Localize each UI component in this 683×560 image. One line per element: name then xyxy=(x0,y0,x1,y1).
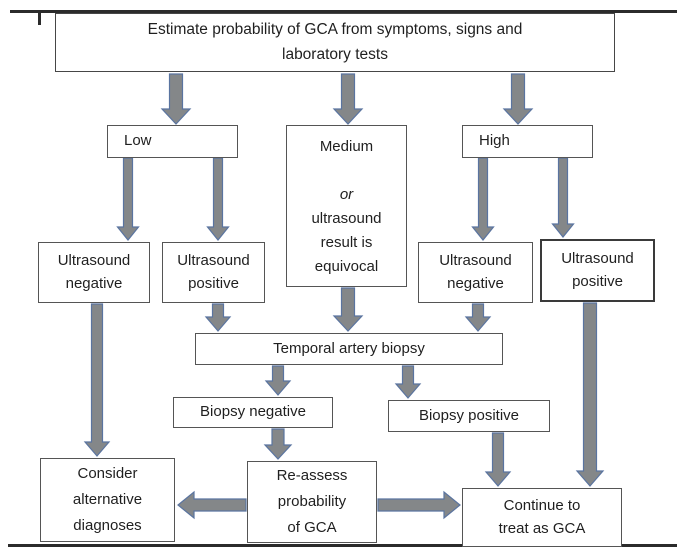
arrow-estimate-to-medium xyxy=(332,73,364,125)
node-biopsy-positive: Biopsy positive xyxy=(388,400,550,432)
arrow-estimate-to-high xyxy=(502,73,534,125)
arrow-low-to-us_pos_left xyxy=(206,157,230,241)
arrow-estimate-to-low xyxy=(160,73,192,125)
frame-tick xyxy=(38,10,41,25)
node-ultrasound-positive-right: Ultrasound positive xyxy=(540,239,655,302)
top-rule xyxy=(10,10,677,13)
node-biopsy-negative: Biopsy negative xyxy=(173,397,333,428)
node-estimate: Estimate probability of GCA from symptom… xyxy=(55,13,615,72)
node-reassess-probability: Re-assess probability of GCA xyxy=(247,461,377,543)
node-label: Low xyxy=(124,132,152,150)
arrow-high-to-us_pos_right xyxy=(551,157,575,238)
arrow-medium-to-biopsy xyxy=(332,287,364,332)
arrow-biopsy_pos-to-continue xyxy=(484,432,512,487)
node-low: Low xyxy=(107,125,238,158)
arrow-reassess-to-consider xyxy=(177,490,247,520)
arrow-us_neg_right-to-biopsy xyxy=(464,303,492,332)
node-label: Estimate probability of GCA from symptom… xyxy=(147,21,523,63)
node-label: Biopsy positive xyxy=(418,406,520,424)
node-medium-or-equivocal: Medium or ultrasound result is equivocal xyxy=(286,125,407,287)
node-label: result is xyxy=(320,234,373,251)
node-consider-alternative-diagnoses: Consider alternative diagnoses xyxy=(40,458,175,542)
node-ultrasound-negative-left: Ultrasound negative xyxy=(38,242,150,303)
arrow-us_neg_left-to-consider xyxy=(83,303,111,457)
node-label: Biopsy negative xyxy=(200,403,306,421)
node-label: equivocal xyxy=(314,258,379,275)
node-label xyxy=(287,159,406,183)
node-label: Ultrasound positive xyxy=(177,252,250,292)
arrow-biopsy-to-biopsy_neg xyxy=(264,365,292,396)
arrow-biopsy-to-biopsy_pos xyxy=(394,365,422,399)
node-label: Re-assess probability of GCA xyxy=(276,467,348,536)
node-label: Ultrasound negative xyxy=(439,252,512,292)
node-label: Ultrasound positive xyxy=(561,250,634,290)
node-label: Consider alternative diagnoses xyxy=(72,465,143,534)
arrow-us_pos_right-to-continue xyxy=(575,302,605,487)
arrow-reassess-to-continue xyxy=(377,490,461,520)
arrow-biopsy_neg-to-reassess xyxy=(263,428,293,460)
node-temporal-artery-biopsy: Temporal artery biopsy xyxy=(195,333,503,365)
bottom-rule xyxy=(8,544,677,547)
node-label: Medium xyxy=(319,138,374,155)
node-ultrasound-positive-left: Ultrasound positive xyxy=(162,242,265,303)
arrow-high-to-us_neg_right xyxy=(471,157,495,241)
arrow-low-to-us_neg_left xyxy=(116,157,140,241)
node-label: ultrasound xyxy=(311,210,382,227)
node-label: Ultrasound negative xyxy=(57,252,131,292)
node-label: Temporal artery biopsy xyxy=(273,339,425,357)
node-high: High xyxy=(462,125,593,158)
node-label: Continue to treat as GCA xyxy=(498,497,586,537)
node-label: High xyxy=(479,132,510,150)
node-ultrasound-negative-right: Ultrasound negative xyxy=(418,242,533,303)
arrow-us_pos_left-to-biopsy xyxy=(204,303,232,332)
node-label: or xyxy=(339,186,354,203)
node-continue-treat-gca: Continue to treat as GCA xyxy=(462,488,622,547)
